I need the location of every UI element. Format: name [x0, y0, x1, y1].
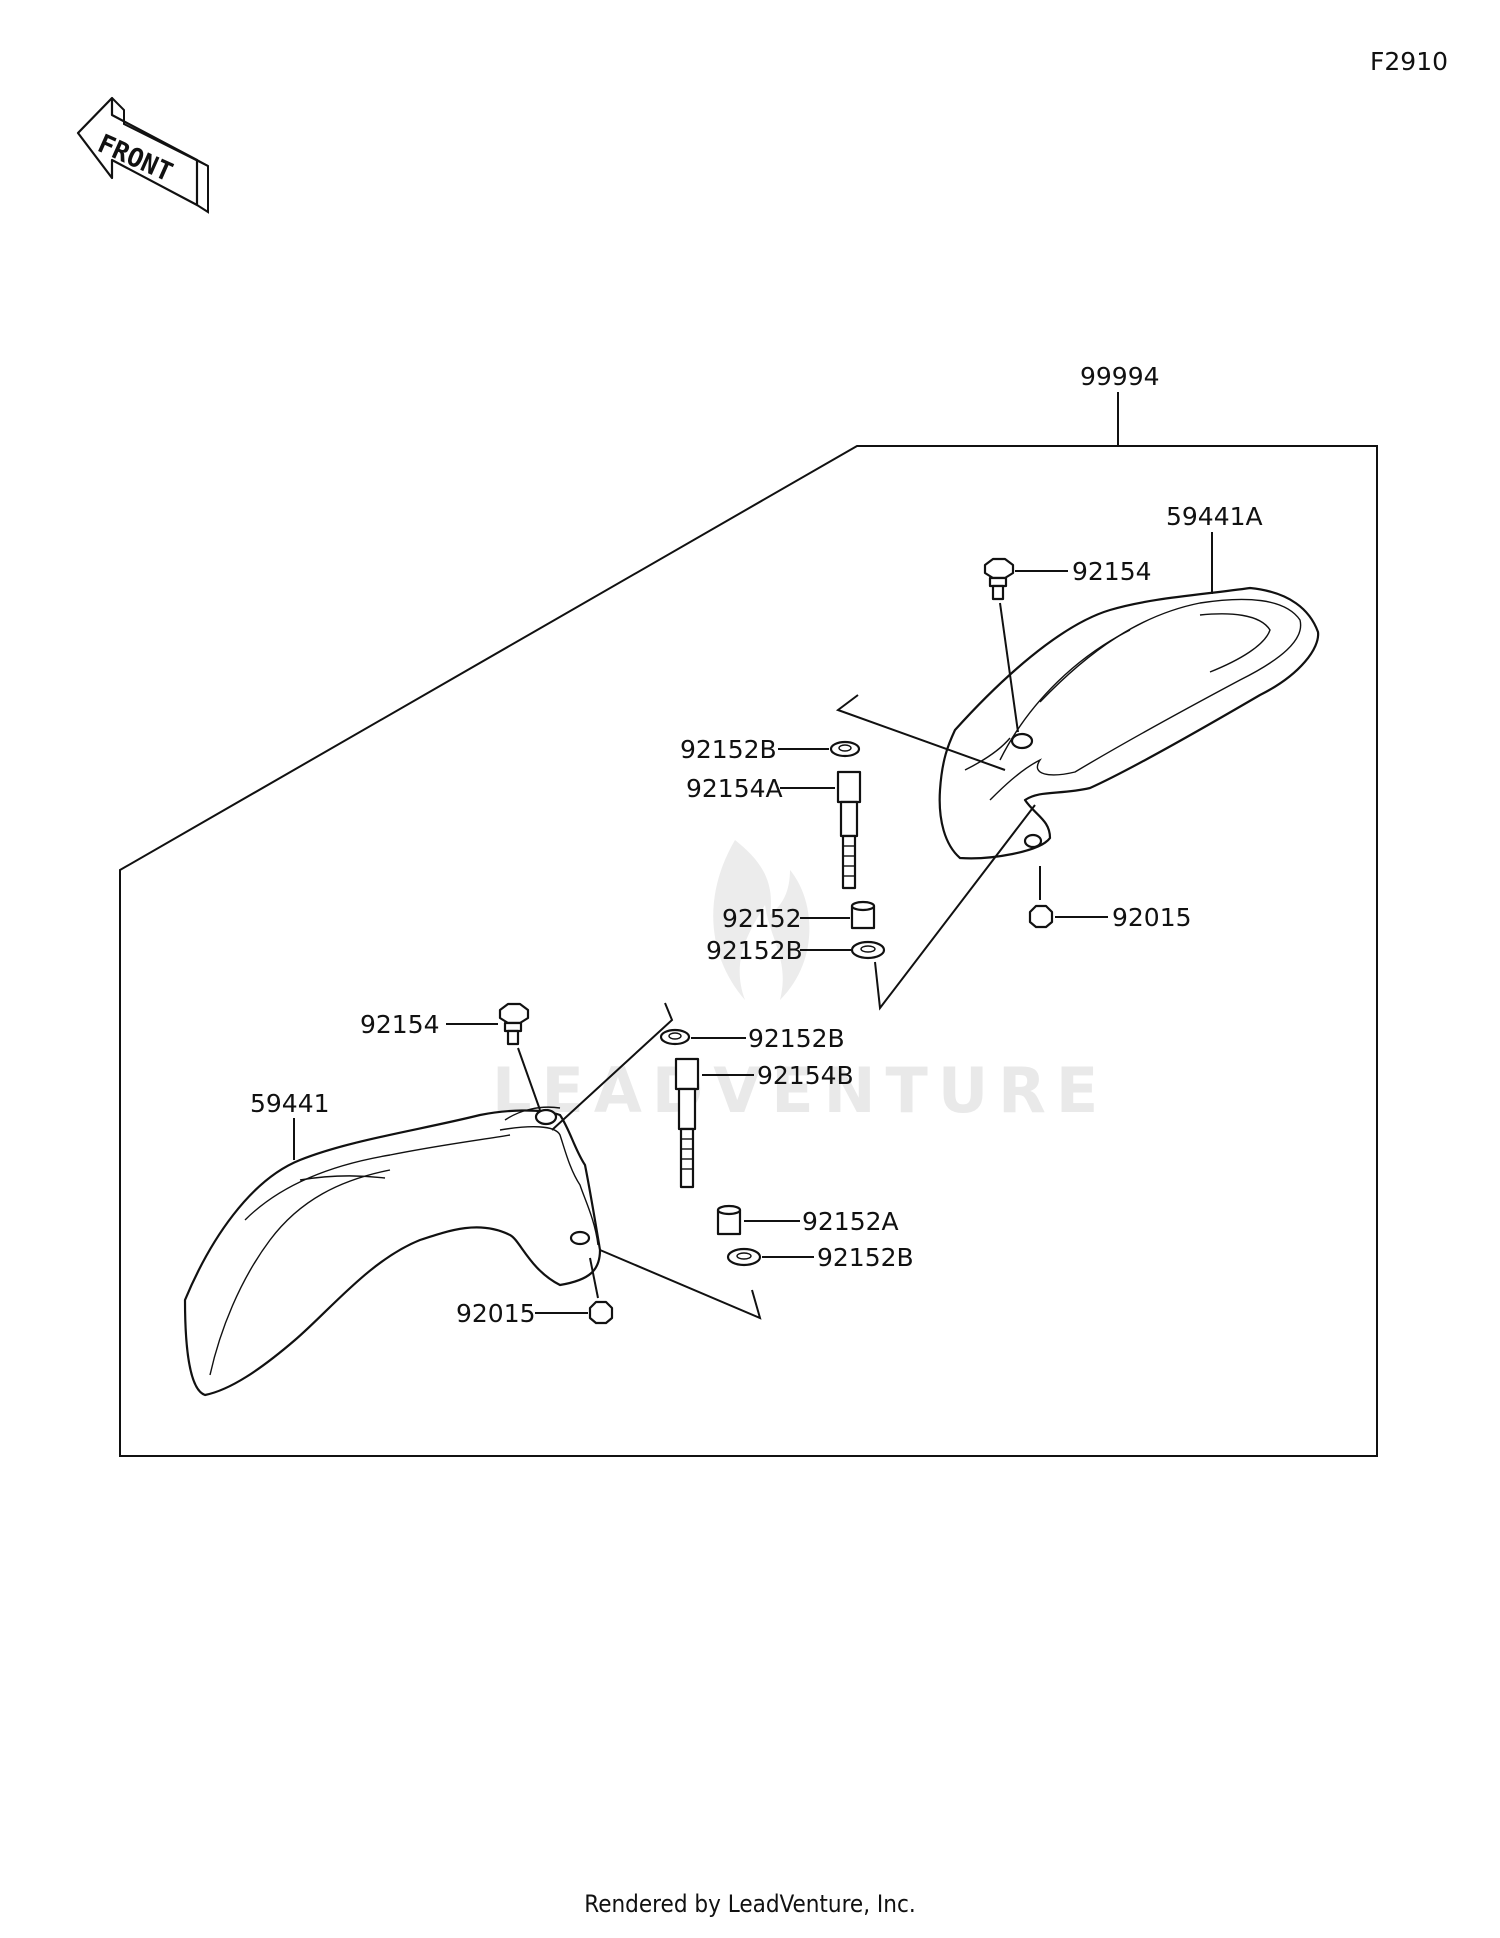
- right-guard-label: 59441A: [1166, 502, 1263, 531]
- left-stud-label: 92154B: [757, 1061, 854, 1090]
- left-bolt: [498, 1002, 530, 1046]
- right-nut: [1028, 904, 1054, 929]
- figure-code: F2910: [1370, 47, 1448, 76]
- left-washer-bottom: [726, 1247, 762, 1267]
- left-nut-label: 92015: [456, 1299, 536, 1328]
- left-bolt-label: 92154: [360, 1010, 440, 1039]
- left-washer-bottom-label: 92152B: [817, 1243, 914, 1272]
- right-stud-label: 92154A: [686, 774, 783, 803]
- kit-boundary: [119, 445, 1378, 1457]
- right-washer-bottom: [850, 940, 886, 960]
- left-guard-label: 59441: [250, 1089, 330, 1118]
- left-stud: [674, 1057, 700, 1189]
- footer-credit: Rendered by LeadVenture, Inc.: [584, 1890, 916, 1918]
- right-stud: [836, 770, 862, 890]
- watermark: LEADVENTURE: [492, 840, 1108, 1127]
- right-washer-bottom-label: 92152B: [706, 936, 803, 965]
- right-washer-top: [829, 740, 861, 758]
- right-collar-label: 92152: [722, 904, 802, 933]
- right-nut-label: 92015: [1112, 903, 1192, 932]
- left-collar-label: 92152A: [802, 1207, 899, 1236]
- watermark-text: LEADVENTURE: [492, 1054, 1108, 1127]
- right-bolt: [983, 557, 1015, 601]
- left-washer-top-label: 92152B: [748, 1024, 845, 1053]
- left-hand-guard: [183, 1106, 602, 1397]
- right-hand-guard: [938, 586, 1320, 860]
- left-washer-top: [659, 1028, 691, 1046]
- right-bolt-label: 92154: [1072, 557, 1152, 586]
- right-washer-top-label: 92152B: [680, 735, 777, 764]
- left-collar: [716, 1204, 742, 1236]
- left-nut: [588, 1300, 614, 1325]
- front-arrow: FRONT: [76, 96, 209, 214]
- right-collar: [850, 900, 876, 930]
- kit-label: 99994: [1080, 362, 1160, 391]
